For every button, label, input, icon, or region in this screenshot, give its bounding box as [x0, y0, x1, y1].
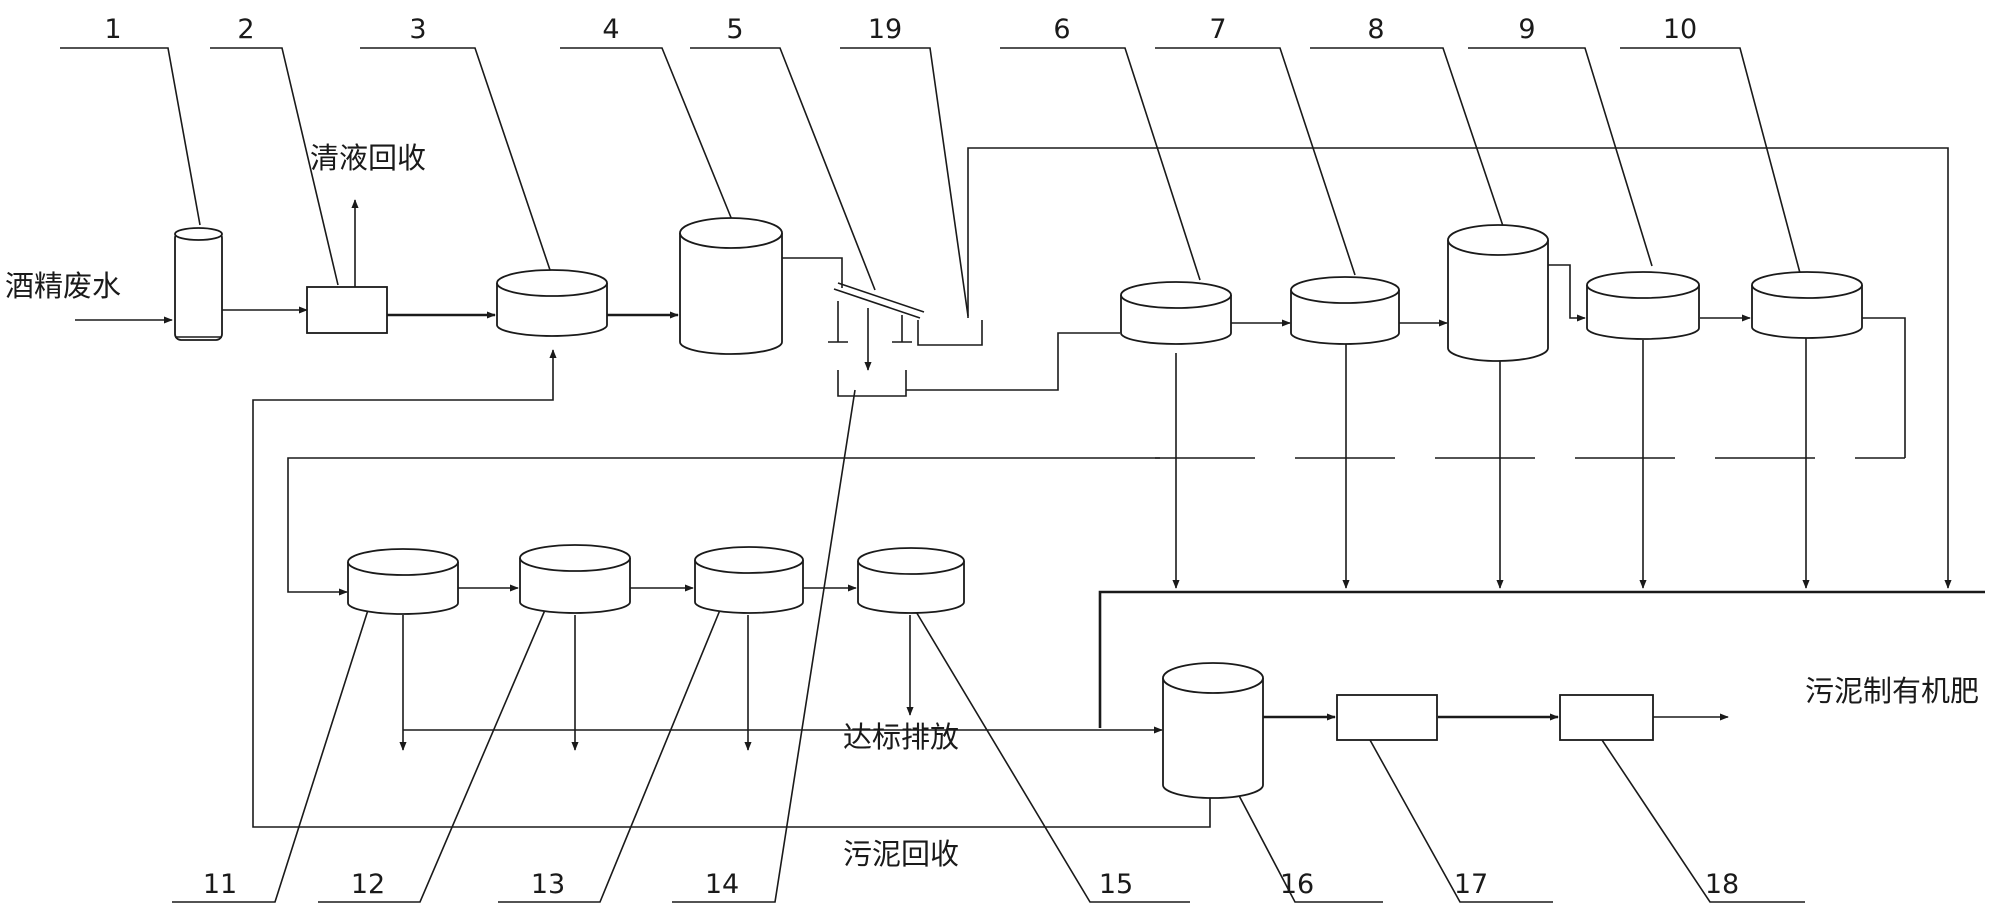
callout-5: 5	[726, 14, 743, 45]
callout-8: 8	[1367, 14, 1384, 45]
label-sludge-recovery: 污泥回收	[843, 837, 959, 871]
label-discharge-to-standard: 达标排放	[843, 720, 959, 754]
label-sludge-to-fertilizer: 污泥制有机肥	[1805, 674, 1979, 708]
process-labels: 酒精废水 清液回收 达标排放 污泥回收 污泥制有机肥	[5, 141, 1979, 871]
callout-18: 18	[1705, 869, 1739, 900]
callout-15: 15	[1099, 869, 1133, 900]
callout-leaders-top	[60, 47, 1801, 317]
unit-10-tank	[1751, 271, 1863, 339]
equipment	[174, 217, 1863, 799]
callout-19: 19	[868, 14, 902, 45]
callout-13: 13	[531, 869, 565, 900]
callout-10: 10	[1663, 14, 1697, 45]
callout-17: 17	[1454, 869, 1488, 900]
callout-2: 2	[237, 14, 254, 45]
unit-3-tank	[496, 269, 608, 337]
unit-16-tank	[1162, 662, 1264, 799]
unit-15-tank	[857, 547, 965, 614]
flow-lines	[75, 147, 1985, 828]
unit-6-tank	[1120, 281, 1232, 345]
callout-7: 7	[1209, 14, 1226, 45]
label-clear-liquid-recovery: 清液回收	[310, 141, 426, 175]
callout-12: 12	[351, 869, 385, 900]
callout-3: 3	[409, 14, 426, 45]
unit-19-trough	[917, 320, 983, 346]
unit-7-tank	[1290, 276, 1400, 345]
callout-1: 1	[104, 14, 121, 45]
unit-14-trough	[837, 370, 907, 397]
unit-5-screen	[828, 282, 925, 343]
callout-11: 11	[203, 869, 237, 900]
unit-4-tank	[679, 217, 783, 355]
unit-1-column	[174, 227, 223, 341]
callout-4: 4	[602, 14, 619, 45]
label-alcohol-wastewater: 酒精废水	[5, 269, 121, 303]
unit-9-tank	[1586, 271, 1700, 340]
unit-2-box	[306, 286, 388, 334]
unit-18-box	[1559, 694, 1654, 741]
unit-17-box	[1336, 694, 1438, 741]
unit-8-tank	[1447, 224, 1549, 362]
unit-13-tank	[694, 546, 804, 614]
callout-9: 9	[1518, 14, 1535, 45]
callout-leaders-bottom	[172, 389, 1805, 903]
callout-16: 16	[1280, 869, 1314, 900]
callout-numbers: 1 2 3 4 5 19 6 7 8 9 10 11 12 13 14 15 1…	[104, 14, 1739, 900]
unit-12-tank	[519, 544, 631, 614]
callout-14: 14	[705, 869, 739, 900]
callout-6: 6	[1053, 14, 1070, 45]
unit-11-tank	[347, 548, 459, 615]
